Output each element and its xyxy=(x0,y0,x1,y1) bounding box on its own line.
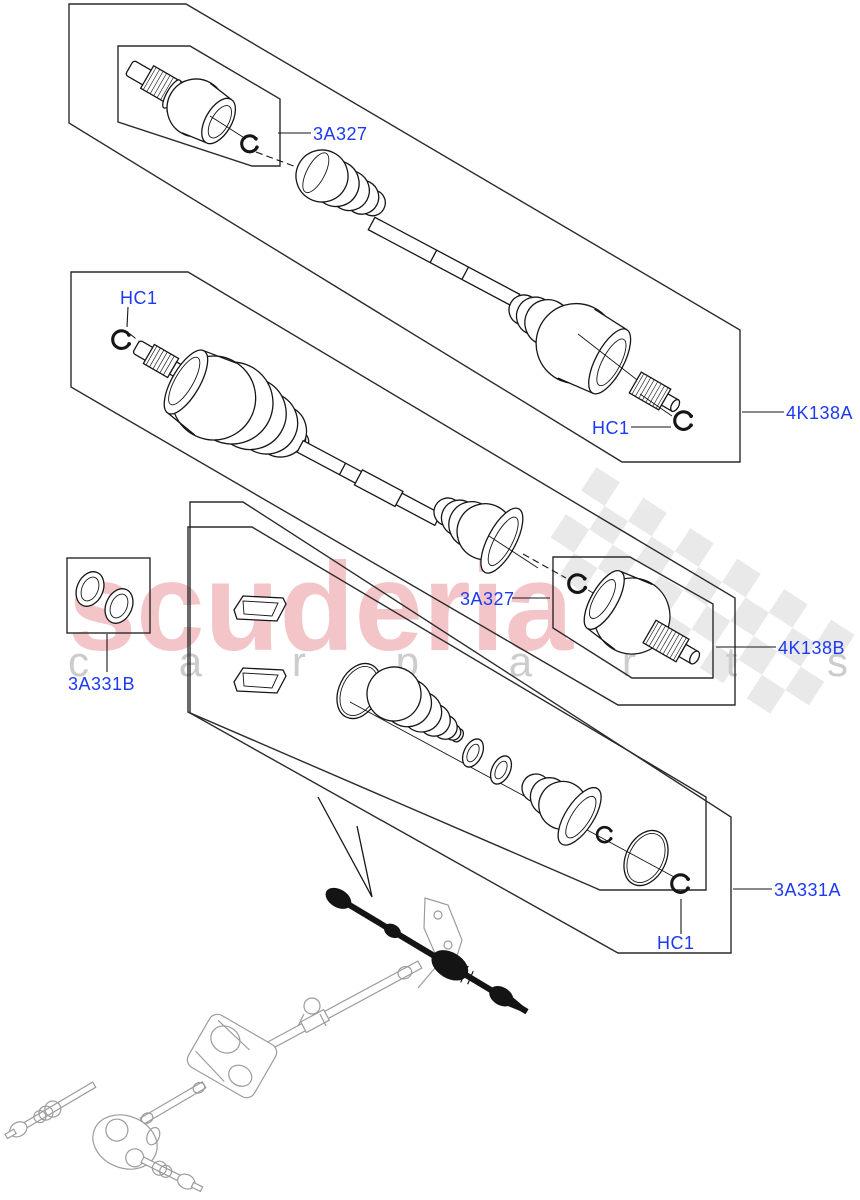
snap-ring-icon xyxy=(595,825,613,844)
rear-differential xyxy=(186,1013,278,1099)
snap-ring-icon xyxy=(240,134,259,154)
drive-shaft-assembly-second xyxy=(111,329,567,579)
right-halfshaft xyxy=(140,1156,204,1193)
inner-cv-joint-housing-top xyxy=(535,302,632,395)
drive-shaft-assembly-top xyxy=(125,60,693,431)
seal-kit-3a331b xyxy=(75,571,134,624)
cv-boot-2 xyxy=(521,773,602,846)
axis-line xyxy=(349,701,677,879)
leader-lines xyxy=(106,132,784,934)
left-halfshaft xyxy=(4,1081,97,1140)
part-label-hc1-middle[interactable]: HC1 xyxy=(592,418,630,438)
callout-box-outer-joint-top xyxy=(117,45,281,167)
shaft-tube-second xyxy=(296,439,442,527)
inner-cv-joint-4k138b xyxy=(567,570,701,665)
part-label-hc1-left[interactable]: HC1 xyxy=(120,288,158,308)
boot-clamp-1 xyxy=(233,595,287,622)
part-label-hc1-bottom[interactable]: HC1 xyxy=(657,933,695,953)
alignment-dashes xyxy=(522,553,567,579)
part-label-4k138a[interactable]: 4K138A xyxy=(786,403,853,423)
washer-ring-2 xyxy=(489,755,513,785)
front-propshaft xyxy=(139,1080,207,1126)
center-bearing xyxy=(303,997,321,1015)
spline-stub-top-right xyxy=(628,371,681,413)
axis-line xyxy=(639,393,673,417)
part-label-3a327-middle[interactable]: 3A327 xyxy=(460,589,515,609)
large-clamp-ring-2 xyxy=(623,829,669,887)
inner-boot-second xyxy=(433,497,524,574)
outer-cv-joint-housing-second xyxy=(163,349,257,441)
axis-line xyxy=(209,115,247,140)
part-label-4k138b[interactable]: 4K138B xyxy=(778,638,845,658)
boot-kit-3a331a xyxy=(336,662,690,894)
axle-assembly-reference xyxy=(4,796,529,1193)
front-differential xyxy=(92,1114,161,1170)
callout-box-inner-joint-4k138b xyxy=(552,556,714,679)
cv-boot-1 xyxy=(366,666,465,743)
callout-box-driveshaft-second xyxy=(70,271,736,706)
axis-line xyxy=(488,535,539,569)
highlighted-drive-shaft xyxy=(325,887,529,1015)
spline-stub-4k138b xyxy=(642,619,701,665)
callout-box-clamps xyxy=(187,526,707,891)
checkered-flag-watermark xyxy=(550,467,855,714)
part-label-3a327-top[interactable]: 3A327 xyxy=(313,124,368,144)
part-label-3a331b[interactable]: 3A331B xyxy=(68,674,135,694)
outer-cv-joint-housing-top xyxy=(162,78,237,146)
part-label-3a331a[interactable]: 3A331A xyxy=(774,880,841,900)
outer-boot-top xyxy=(295,149,386,217)
snap-ring-icon xyxy=(670,873,690,894)
callout-box-seal-kit xyxy=(66,557,151,634)
snap-ring-icon xyxy=(567,573,588,594)
locator-arrow xyxy=(317,796,373,898)
rear-propshaft xyxy=(237,960,423,1066)
callout-box-driveshaft-top xyxy=(68,3,741,463)
snap-ring-icon xyxy=(111,329,132,350)
boot-clamp-2 xyxy=(233,667,287,694)
washer-ring-1 xyxy=(461,738,485,768)
snap-ring-icon xyxy=(673,410,693,431)
shaft-tube-top xyxy=(367,216,521,308)
